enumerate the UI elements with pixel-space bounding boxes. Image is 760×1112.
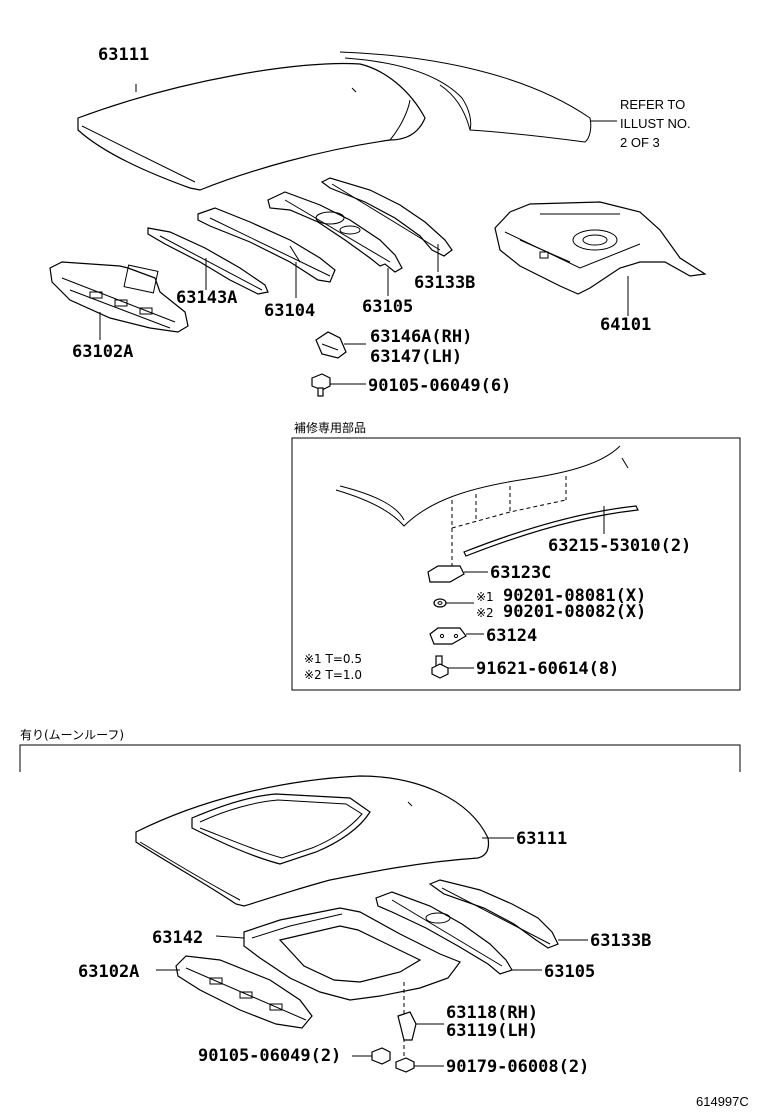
label-63105-moonroof: 63105 [544, 962, 595, 982]
label-63111-moonroof: 63111 [516, 829, 567, 849]
label-90201-2: 90201-08082(X) [503, 602, 646, 622]
repair-roof-edge [335, 445, 621, 527]
label-63105-top: 63105 [362, 297, 413, 317]
label-bolt-moonroof: 90105-06049(2) [198, 1046, 341, 1066]
label-63133B-top: 63133B [414, 273, 475, 293]
refer-line-3: 2 OF 3 [620, 135, 660, 150]
plate-63124 [429, 627, 467, 645]
label-63111-top: 63111 [98, 45, 149, 65]
label-63143A: 63143A [176, 288, 237, 308]
moonroof-opening [191, 793, 371, 865]
label-63118: 63118(RH) [446, 1003, 538, 1023]
label-63215: 63215-53010(2) [548, 536, 691, 556]
refer-line-1: REFER TO [620, 97, 685, 112]
bolt-91621 [431, 655, 449, 679]
washer-90201 [433, 598, 447, 608]
label-63102A-top: 63102A [72, 342, 133, 362]
label-63133B-moonroof: 63133B [590, 931, 651, 951]
moonroof-title: 有り(ムーンルーフ) [20, 728, 124, 742]
roof-rear-outline [339, 51, 592, 143]
front-header-63102A [49, 261, 189, 333]
bolt-90105-06049 [311, 373, 331, 397]
moonroof-bow-63105 [375, 891, 513, 975]
label-63119: 63119(LH) [446, 1021, 538, 1041]
moonroof-bracket [19, 744, 741, 772]
moonroof-bolt-90105 [371, 1047, 391, 1065]
label-63146A: 63146A(RH) [370, 327, 472, 347]
label-91621: 91621-60614(8) [476, 659, 619, 679]
label-64101: 64101 [600, 315, 651, 335]
repair-box [291, 437, 741, 691]
clip-90179 [395, 1057, 415, 1073]
mark-1: ※1 [476, 590, 494, 604]
mark-2: ※2 [476, 606, 494, 620]
bracket-63118 [397, 1011, 417, 1041]
moonroof-section [19, 744, 741, 1073]
label-63104: 63104 [264, 301, 315, 321]
label-90201-1: 90201-08081(X) [503, 586, 646, 606]
refer-line-2: ILLUST NO. [620, 116, 691, 131]
label-63147: 63147(LH) [370, 347, 462, 367]
label-90179: 90179-06008(2) [446, 1057, 589, 1077]
label-63124: 63124 [486, 626, 537, 646]
package-tray-64101 [494, 201, 707, 295]
roof-panel-63111 [77, 62, 426, 191]
note-2: ※2 T=1.0 [304, 668, 362, 682]
note-1: ※1 T=0.5 [304, 652, 362, 666]
label-63102A-moonroof: 63102A [78, 962, 139, 982]
repair-title: 補修専用部品 [294, 420, 366, 435]
repair-section [291, 437, 741, 691]
top-section [49, 51, 707, 397]
bracket-63146A [315, 331, 347, 359]
molding-63215 [463, 505, 639, 557]
plate-63123C [427, 565, 465, 583]
label-63123C: 63123C [490, 563, 551, 583]
label-bolt-top: 90105-06049(6) [368, 376, 511, 396]
figure-id: 614997C [696, 1094, 749, 1109]
label-63142: 63142 [152, 928, 203, 948]
